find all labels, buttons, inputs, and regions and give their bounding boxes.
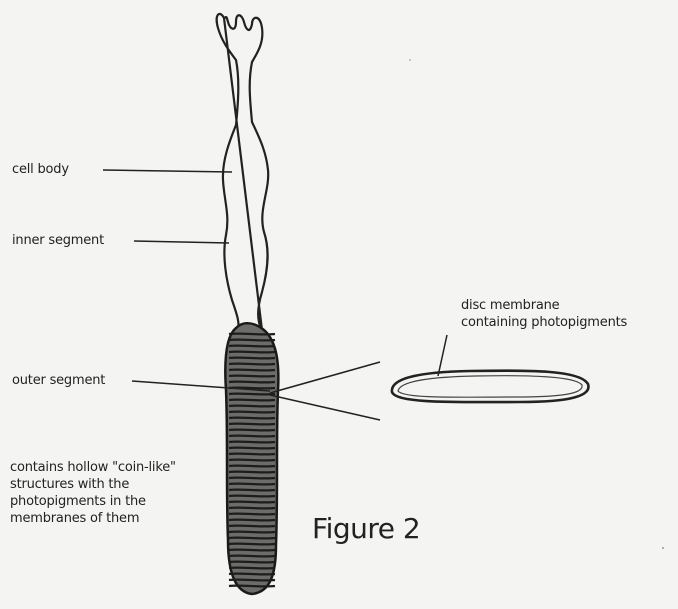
disc-stripe — [229, 520, 275, 521]
disc-stripe — [229, 340, 275, 341]
disc-stripe — [229, 484, 275, 485]
disc-stripe — [229, 502, 275, 503]
note-line-1: contains hollow "coin-like" — [10, 460, 176, 476]
note-line-2: structures with the — [10, 477, 129, 493]
disc-stripe — [229, 436, 275, 437]
disc-stripe — [229, 418, 275, 419]
disc-stripe — [229, 430, 275, 431]
disc-stripe — [229, 424, 275, 425]
zoom-line-upper — [270, 362, 380, 393]
label-disc-membrane-line2: containing photopigments — [461, 315, 627, 331]
disc-stripe — [229, 568, 275, 569]
disc-stripe — [229, 496, 275, 497]
disc-stripe — [229, 376, 275, 377]
disc-stripe — [229, 508, 275, 509]
disc-stripe — [229, 400, 275, 401]
disc-stripe — [229, 544, 275, 545]
disc-membrane-inner — [398, 376, 582, 398]
disc-stripe — [229, 352, 275, 353]
disc-stripe — [229, 454, 275, 455]
figure-title: Figure 2 — [312, 512, 420, 545]
disc-stripe — [229, 442, 275, 443]
disc-stripe — [229, 412, 275, 413]
inner-segment-leader-line — [134, 241, 229, 243]
cell-body-leader-line — [103, 170, 232, 172]
disc-stripe — [229, 556, 275, 557]
disc-stripe — [229, 514, 275, 515]
disc-stripe — [229, 358, 275, 359]
disc-stripe — [229, 364, 275, 365]
label-outer-segment: outer segment — [12, 373, 105, 389]
disc-stripe — [229, 370, 275, 371]
label-cell-body: cell body — [12, 162, 69, 178]
disc-stripe — [229, 466, 275, 467]
disc-stripe — [229, 550, 275, 551]
disc-stripe — [229, 472, 275, 473]
disc-stripe — [229, 532, 275, 533]
disc-membrane-leader-line — [438, 335, 447, 376]
disc-stripe — [229, 490, 275, 491]
disc-stripe — [229, 394, 275, 395]
disc-stripe — [229, 574, 275, 575]
label-inner-segment: inner segment — [12, 233, 104, 249]
disc-stripe — [229, 580, 275, 581]
disc-stripe — [229, 334, 275, 335]
disc-stripe — [229, 478, 275, 479]
speck — [662, 547, 664, 549]
disc-stripe — [229, 526, 275, 527]
disc-stripe — [229, 538, 275, 539]
disc-stripe — [229, 406, 275, 407]
disc-stripe — [229, 382, 275, 383]
disc-stripe — [229, 346, 275, 347]
disc-stripe — [229, 586, 275, 587]
disc-stripe — [229, 460, 275, 461]
label-disc-membrane-line1: disc membrane — [461, 298, 559, 314]
disc-stripe — [229, 562, 275, 563]
note-line-3: photopigments in the — [10, 494, 146, 510]
disc-stripe — [229, 448, 275, 449]
zoom-line-lower — [270, 395, 380, 420]
note-line-4: membranes of them — [10, 511, 139, 527]
speck — [409, 59, 411, 61]
